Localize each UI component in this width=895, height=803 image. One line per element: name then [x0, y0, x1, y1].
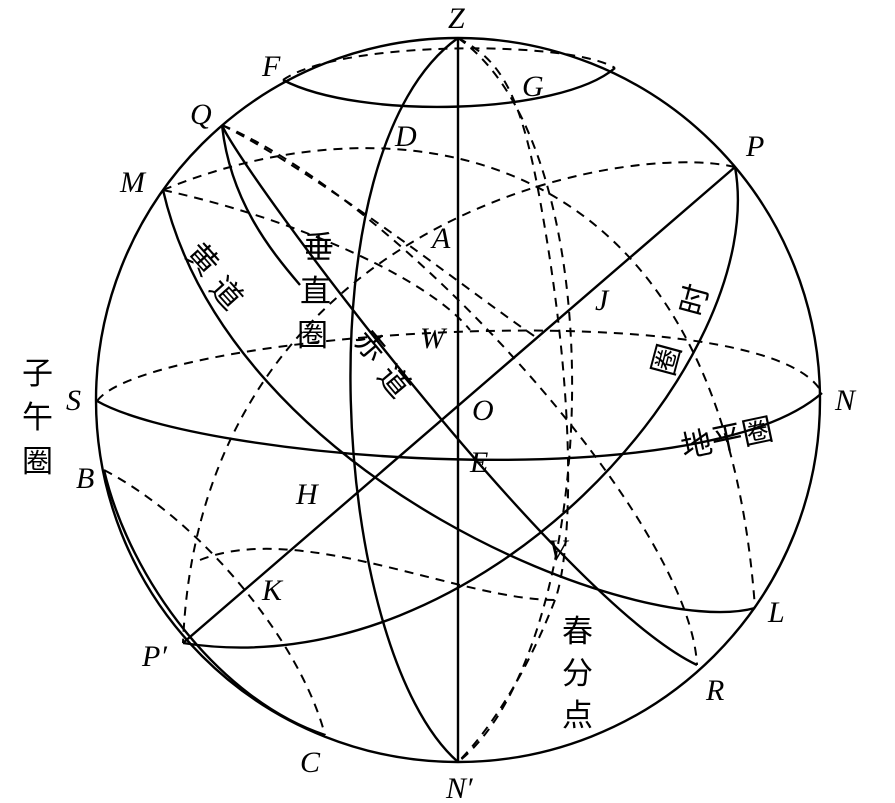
dashed-k	[199, 547, 556, 601]
label-meridian-1: 子	[22, 356, 53, 392]
label-J: J	[595, 284, 610, 317]
label-hour-1: 时	[674, 280, 717, 319]
label-equinox-3: 点	[562, 698, 593, 734]
horizon-front	[96, 392, 823, 461]
hour-circle-front	[182, 166, 740, 649]
label-vertical-2: 直	[300, 274, 331, 310]
label-equator-1: 赤	[346, 322, 394, 369]
dashed-m	[162, 189, 471, 331]
label-D: D	[394, 120, 417, 153]
horizon-back	[96, 329, 823, 402]
equator-back	[162, 147, 756, 609]
dashed-b-c	[103, 469, 326, 736]
arc-b-c	[102, 469, 326, 737]
label-ecliptic-1: 黄	[178, 236, 225, 283]
label-K: K	[261, 574, 284, 607]
label-B: B	[76, 462, 94, 495]
label-horizon: 地平圈	[678, 411, 776, 466]
label-equator-2: 道	[370, 358, 418, 405]
ecliptic-back	[221, 124, 698, 666]
label-equinox-1: 春	[562, 614, 593, 650]
label-V: V	[548, 534, 570, 567]
ecliptic-front	[220, 124, 698, 667]
label-A: A	[430, 222, 451, 255]
label-R: R	[705, 674, 724, 707]
label-M: M	[119, 166, 147, 199]
label-N: N	[834, 384, 857, 417]
label-equinox-2: 分	[562, 656, 593, 692]
label-W: W	[420, 322, 448, 355]
circle-zgvn-back	[457, 37, 570, 763]
label-meridian-3: 圈	[22, 444, 53, 480]
label-F: F	[261, 50, 281, 83]
label-ecliptic-2: 道	[202, 270, 249, 317]
arc-q	[220, 124, 301, 286]
label-H: H	[295, 478, 320, 511]
label-G: G	[522, 70, 544, 103]
label-Z: Z	[448, 2, 465, 35]
label-C: C	[300, 746, 321, 779]
label-P: P	[745, 130, 764, 163]
vertical-circle-front	[349, 37, 459, 763]
label-meridian-2: 午	[22, 400, 53, 436]
dashed-q-r	[221, 124, 541, 341]
small-circle-fg-back	[282, 47, 616, 81]
label-vertical-1: 垂	[303, 230, 334, 266]
label-O: O	[472, 394, 494, 427]
label-Q: Q	[190, 98, 212, 131]
label-L: L	[767, 596, 785, 629]
label-E: E	[469, 446, 488, 479]
label-N-prime: N′	[445, 772, 473, 803]
label-P-prime: P′	[141, 640, 167, 673]
hour-circle-back	[182, 161, 736, 644]
equator-front	[161, 189, 756, 614]
small-circle-fg-front	[282, 67, 616, 109]
label-S: S	[66, 384, 81, 417]
label-vertical-3: 圈	[297, 318, 328, 354]
